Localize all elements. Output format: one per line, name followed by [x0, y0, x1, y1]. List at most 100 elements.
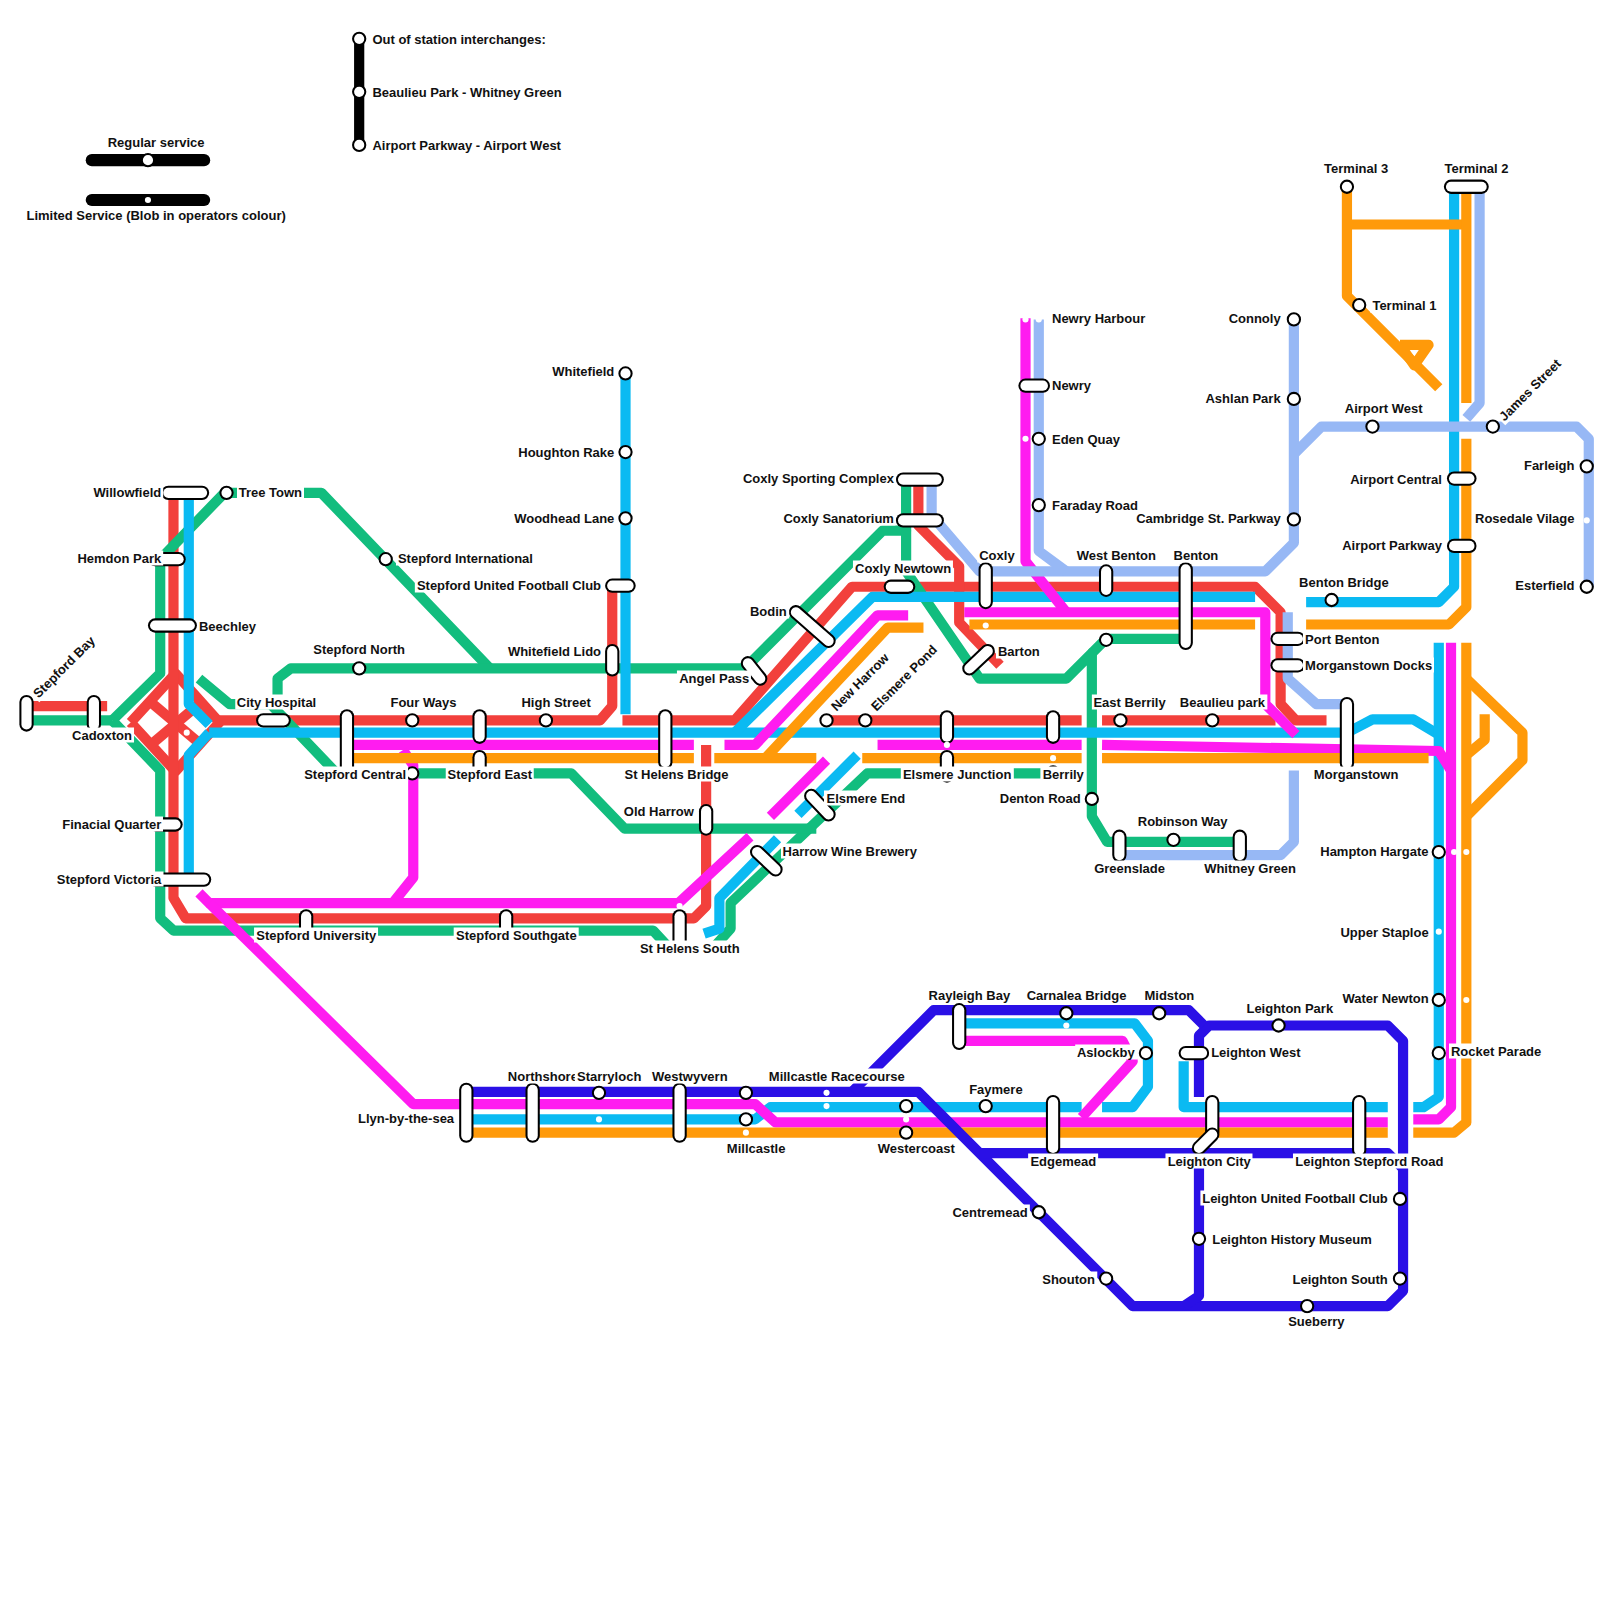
route-line [1102, 753, 1429, 763]
station-name: Shouton [1040, 1271, 1097, 1286]
station-name: Farleigh [1522, 458, 1577, 473]
route-line [278, 480, 907, 704]
interchange-pill [672, 1090, 686, 1136]
limited-service-dot [1584, 517, 1590, 523]
interchange-note: Beaulieu Park - Whitney Green [370, 84, 563, 99]
limited-service-dot [983, 622, 989, 628]
station-marker [1288, 393, 1300, 405]
interchange-pill [1233, 837, 1247, 855]
station-name: Cadoxton [70, 727, 134, 742]
interchange-pill [472, 716, 486, 736]
station-name: Angel Pass [677, 670, 751, 685]
route-line [906, 531, 1240, 842]
route-line [969, 619, 1255, 629]
station-marker [900, 1127, 912, 1139]
interchange-pill [1235, 837, 1245, 855]
interchange-pill [612, 579, 628, 593]
station-name: Coxly [977, 548, 1016, 563]
interchange-pill [674, 1090, 684, 1136]
station-name: Houghton Rake [516, 445, 616, 460]
station-name: Leighton Stepford Road [1293, 1154, 1445, 1169]
interchange-pill [1354, 1102, 1364, 1150]
station-name: St Helens South [638, 940, 742, 955]
legend-text: Regular service [106, 134, 207, 149]
interchange-pill [660, 716, 670, 762]
interchange-pill [658, 716, 672, 762]
station-name: Eden Quay [1050, 431, 1122, 446]
interchange-pill [1454, 473, 1469, 483]
route-line [1347, 219, 1466, 229]
station-name: City Hospital [235, 695, 318, 710]
limited-service-dot [596, 1116, 602, 1122]
station-marker [1086, 793, 1098, 805]
station-name: Port Benton [1303, 631, 1381, 646]
station-name: Morganstown Docks [1303, 658, 1434, 673]
interchange-pill [607, 651, 617, 669]
interchange-pill [168, 486, 202, 500]
interchange-pill [1454, 471, 1469, 485]
interchange-pill [1026, 379, 1043, 393]
interchange-pill [1048, 1102, 1058, 1148]
station-name: Whitney Green [1202, 861, 1298, 876]
station-name: Starryloch [575, 1068, 643, 1083]
station-marker [1193, 1233, 1205, 1245]
station-name: Stepford Bay [28, 632, 99, 703]
station-name: Four Ways [388, 695, 458, 710]
station-name: Leighton West [1209, 1045, 1302, 1060]
route-line [347, 740, 694, 750]
route-line [1446, 643, 1456, 771]
station-marker [142, 154, 154, 166]
station-name: Denton Road [998, 790, 1083, 805]
route-line [347, 753, 694, 763]
station-name: Terminal 2 [1442, 161, 1510, 176]
interchange-pill [21, 702, 31, 724]
legend-line [92, 154, 204, 166]
station-marker [740, 1113, 752, 1125]
station-name: Whitefield [550, 364, 616, 379]
station-name: Elsmere Junction [901, 767, 1013, 782]
station-marker [1153, 1007, 1165, 1019]
station-marker [1341, 181, 1353, 193]
interchange-pill [155, 620, 190, 630]
station-name: Greenslade [1092, 861, 1167, 876]
station-name: Sueberry [1286, 1314, 1346, 1329]
interchange-pill [954, 1010, 964, 1043]
interchange-pill [528, 1090, 538, 1136]
station-name: Rocket Parade [1449, 1044, 1543, 1059]
station-name: Aslockby [1075, 1045, 1137, 1060]
interchange-pill [605, 651, 619, 669]
station-name: Rosedale Vilage [1473, 511, 1576, 526]
station-name: Edgemead [1028, 1154, 1098, 1169]
station-name: Robinson Way [1136, 814, 1230, 829]
route-line [1306, 187, 1454, 602]
station-marker [1100, 634, 1112, 646]
interchange-pill [526, 1090, 540, 1136]
interchange-pill [903, 474, 937, 484]
station-marker [406, 714, 418, 726]
limited-service-dot [1063, 1022, 1069, 1028]
interchange-pill [461, 1090, 471, 1136]
limited-service-dot [1451, 849, 1457, 855]
station-marker [593, 1087, 605, 1099]
station-name: Leighton History Museum [1210, 1231, 1374, 1246]
interchange-pill [1278, 634, 1298, 644]
station-name: Airport Parkway [1340, 537, 1444, 552]
interchange-pill [459, 1090, 473, 1136]
route-line [199, 837, 750, 903]
station-marker [1100, 1272, 1112, 1284]
station-marker [380, 553, 392, 565]
station-marker [1301, 1300, 1313, 1312]
route-line [112, 493, 490, 721]
station-name: Centremead [950, 1205, 1029, 1220]
limited-service-dot [823, 1103, 829, 1109]
limited-service-dot [145, 197, 151, 203]
interchange-pill [1112, 837, 1126, 855]
station-name: Newry [1050, 377, 1093, 392]
station-name: Stepford University [254, 927, 378, 942]
station-marker [1433, 994, 1445, 1006]
interchange-note: Airport Parkway - Airport West [370, 137, 563, 152]
station-marker [619, 367, 631, 379]
station-marker [353, 662, 365, 674]
station-marker [353, 86, 365, 98]
station-name: Whitefield Lido [506, 644, 603, 659]
